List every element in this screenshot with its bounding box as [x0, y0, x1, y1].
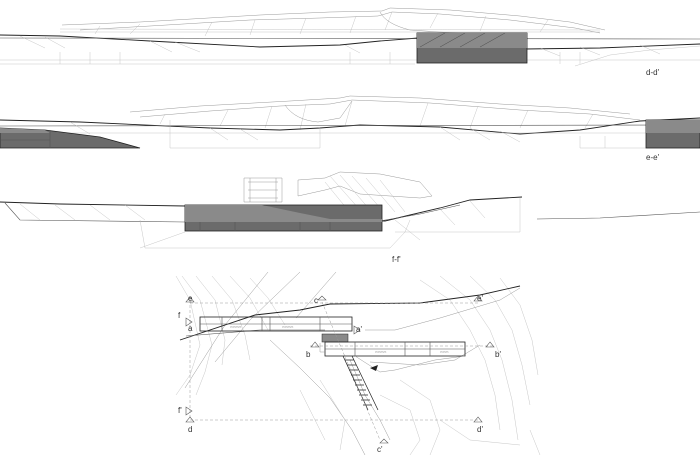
dd-canopy-loop: [379, 11, 471, 35]
plan-road-edge-lower: [185, 329, 325, 337]
section-d-d: d-d': [0, 7, 700, 77]
ff-building-upper: [185, 205, 382, 222]
plan-contours-diagonal: [184, 271, 366, 456]
ee-canopy-struts: [159, 100, 594, 131]
ee-canopy-upper: [129, 95, 631, 115]
plan-terrain-boundary: [349, 287, 521, 441]
ff-hatching: [19, 200, 486, 226]
plan-cut-line-c: [321, 301, 381, 441]
plan-contours-left: [175, 275, 286, 396]
site-plan: ▭▭▭▭ ▭▭▭▭ ▭▭▭▭ ▭▭▭ e e' f f' c c' a a' b…: [175, 271, 541, 456]
plan-building-extension: [354, 355, 466, 373]
dd-canopy-lower: [79, 11, 601, 34]
ff-canopy-ribs: [324, 174, 406, 216]
plan-lower-fragments: [299, 379, 541, 456]
section-label-e-e: e-e': [646, 153, 660, 162]
plan-marker-arrows: [185, 295, 495, 444]
ff-outline-lower: [139, 198, 521, 249]
plan-marker-a-prime: a': [356, 325, 362, 334]
plan-building: [199, 316, 466, 373]
ee-left-building-upper: [0, 128, 50, 133]
dd-terrain-line: [0, 37, 700, 40]
ee-terrain-line: [0, 124, 700, 127]
section-label-f-f: f-f': [392, 255, 401, 264]
plan-marker-f-prime: f': [178, 406, 182, 415]
ff-structure-box: [243, 177, 283, 203]
plan-stair: [342, 355, 379, 411]
dd-canopy-struts: [94, 11, 549, 37]
plan-marker-d-prime: d': [477, 425, 483, 434]
ff-building-divisions: [199, 222, 331, 231]
section-e-e: e-e': [0, 95, 700, 162]
plan-contours-right: [379, 275, 539, 456]
dd-canopy-upper: [61, 7, 606, 31]
dd-ground-line: [0, 34, 700, 50]
plan-road-edge: [179, 285, 521, 341]
dd-canopy-ribs: [59, 28, 601, 33]
dd-right-slope: [574, 45, 700, 67]
plan-building-upper-rooms: [200, 317, 352, 331]
plan-marker-f: f: [178, 311, 181, 320]
plan-building-core: [321, 333, 349, 343]
plan-marker-c-prime: c': [377, 445, 383, 454]
dd-foundation-lines: [0, 52, 700, 65]
ee-canopy-loop: [284, 100, 353, 123]
plan-marker-d: d: [188, 425, 192, 434]
plan-building-annex: [319, 343, 325, 353]
ff-canopy: [297, 171, 433, 199]
section-f-f: f-f': [0, 171, 700, 264]
plan-marker-b-prime: b': [495, 350, 501, 359]
plan-room-label-3: ▭▭▭▭: [375, 350, 387, 354]
plan-room-label-2: ▭▭▭▭: [282, 325, 294, 329]
plan-marker-e-prime: e': [477, 294, 483, 303]
plan-room-label-1: ▭▭▭▭: [230, 325, 242, 329]
plan-marker-a: a: [188, 324, 193, 333]
plan-marker-b: b: [306, 350, 311, 359]
ee-right-building-upper: [646, 120, 700, 133]
ee-hatching: [69, 121, 521, 143]
dd-hatching: [19, 35, 661, 57]
ee-canopy-lower: [139, 99, 641, 121]
plan-north-arrow: [370, 365, 378, 371]
plan-room-label-4: ▭▭▭: [440, 350, 449, 354]
dd-building-diagonals: [419, 32, 506, 48]
ff-terrain-line: [4, 202, 461, 223]
ee-foundation-lines: [0, 120, 700, 149]
ee-left-building-edges: [0, 130, 51, 148]
plan-marker-c: c: [314, 296, 318, 305]
ff-right-fragment: [536, 211, 700, 220]
plan-building-lower-rooms: [325, 342, 465, 356]
section-label-d-d: d-d': [646, 68, 660, 77]
plan-marker-e: e: [188, 294, 193, 303]
